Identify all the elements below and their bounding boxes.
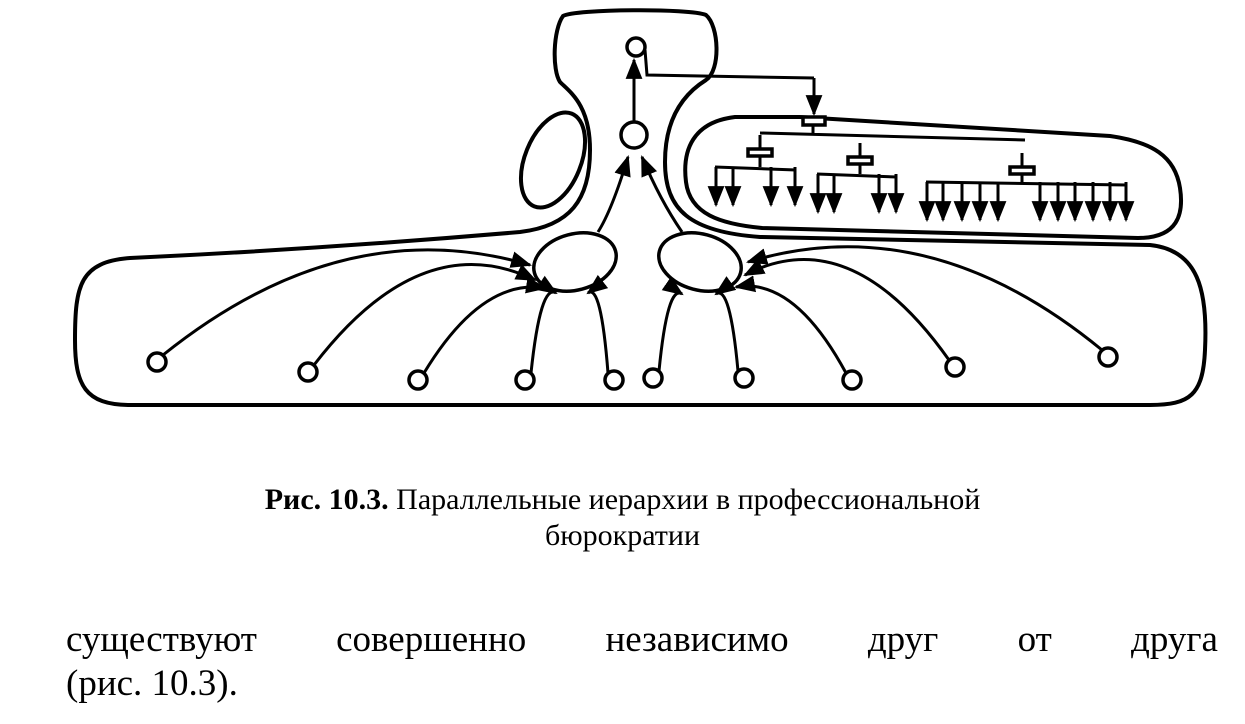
hierarchy-mid-box: [746, 147, 774, 158]
operator-circle: [733, 367, 755, 389]
operator-link-arrow: [162, 248, 533, 357]
figure-title-line2: бюрократии: [544, 519, 700, 552]
body-paragraph: существуют совершенно независимо друг от…: [66, 618, 1218, 706]
operator-circle: [642, 367, 664, 389]
parallel-hierarchies-diagram: [72, 8, 1208, 407]
figure-label: Рис. 10.3.: [264, 483, 389, 516]
operator-link-arrow: [657, 276, 684, 372]
operator-circle: [407, 369, 429, 391]
word: от: [1017, 619, 1052, 660]
outer-organization-outline: [72, 8, 1208, 407]
operator-circle: [146, 351, 168, 373]
operator-circle: [1097, 346, 1119, 368]
top-node-circle: [625, 36, 647, 58]
operator-circle: [841, 369, 863, 391]
word: существуют: [66, 619, 257, 660]
word: совершенно: [336, 619, 527, 660]
operator-link-arrow: [312, 263, 537, 366]
operator-circle: [514, 369, 536, 391]
right-group-to-middle-arrow: [640, 155, 684, 233]
operator-link-arrow: [743, 258, 951, 361]
figure-title-line1: Параллельные иерархии в профессиональной: [396, 483, 981, 516]
hierarchy-mid-box: [1008, 165, 1036, 176]
body-line2: (рис. 10.3).: [66, 663, 238, 704]
operator-circle: [297, 361, 319, 383]
figure-caption: Рис. 10.3. Параллельные иерархии в профе…: [0, 482, 1245, 554]
word: друга: [1131, 619, 1218, 660]
technostructure-outline: [683, 115, 1184, 241]
middle-node-circle: [619, 120, 649, 150]
operator-link-arrow: [745, 245, 1103, 352]
hierarchy-group-line: [816, 164, 898, 179]
operator-circle: [603, 369, 625, 391]
hierarchy-top-box: [801, 115, 827, 127]
hierarchy-mid-box: [846, 155, 874, 166]
hierarchy-level1-line: [759, 125, 1026, 142]
operator-link-arrow: [714, 276, 740, 372]
operator-link-arrow: [733, 275, 848, 374]
operator-link-arrow: [529, 275, 558, 374]
left-group-to-middle-arrow: [596, 154, 631, 233]
word: независимо: [605, 619, 789, 660]
support-staff-ellipse: [518, 110, 588, 210]
operator-circle: [944, 356, 966, 378]
top-to-hierarchy-line: [643, 49, 815, 80]
operator-link-arrow: [422, 276, 548, 374]
operator-link-arrow: [586, 274, 610, 374]
hierarchy-group-line: [714, 156, 797, 172]
word: друг: [867, 619, 939, 660]
